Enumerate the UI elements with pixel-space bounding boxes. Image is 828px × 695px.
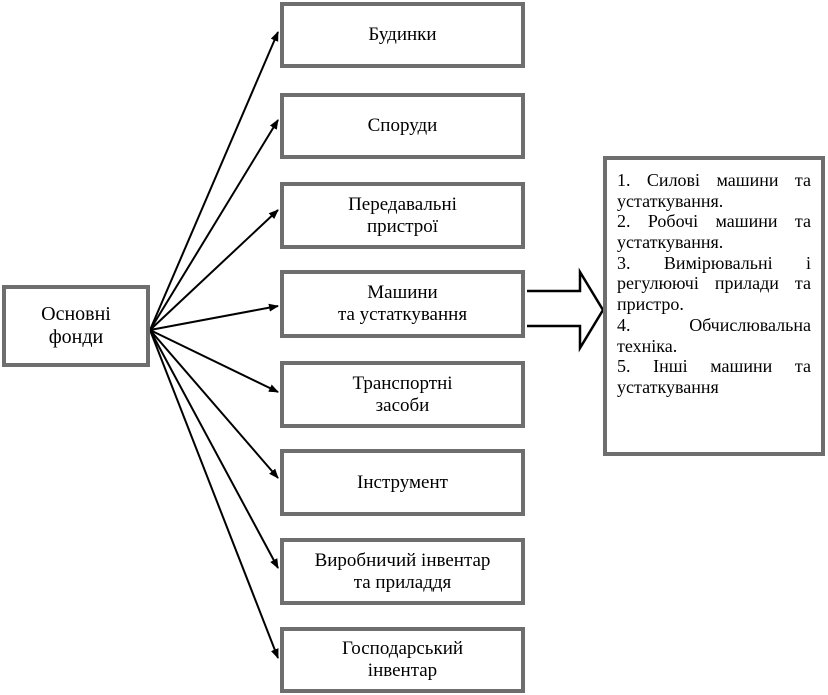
- arrow-to-transmission: [149, 209, 279, 331]
- block-arrow-machines-to-details: [527, 267, 605, 353]
- arrow-to-vehicles: [149, 329, 279, 393]
- details-item-4: 4. Обчислювальна техніка.: [617, 314, 811, 356]
- machines-details-box: 1. Силові машини та устаткування. 2. Роб…: [603, 156, 825, 456]
- category-box-transmission-devices: Передавальні пристрої: [280, 182, 525, 249]
- category-box-vehicles: Транспортні засоби: [280, 361, 525, 428]
- arrow-to-production-inventory: [149, 329, 279, 569]
- category-box-machines-equipment: Машини та устаткування: [280, 270, 525, 338]
- category-box-structures: Споруди: [280, 93, 525, 159]
- arrow-to-tools: [149, 329, 279, 479]
- category-box-tools: Інструмент: [280, 449, 525, 516]
- category-box-production-inventory: Виробничий інвентар та приладдя: [280, 538, 525, 605]
- arrow-to-buildings: [149, 31, 279, 331]
- details-item-2: 2. Робочі машини та устаткування.: [617, 211, 811, 253]
- details-item-1: 1. Силові машини та устаткування.: [617, 170, 811, 211]
- root-box-fixed-assets: Основні фонди: [2, 285, 150, 367]
- arrow-to-machines: [149, 303, 279, 331]
- details-item-5: 5. Інші машини та устаткування: [617, 356, 811, 397]
- details-item-3: 3. Вимірювальні і регулюючі прилади та п…: [617, 252, 811, 315]
- arrow-to-household-inventory: [149, 329, 279, 659]
- category-box-household-inventory: Господарський інвентар: [280, 627, 525, 693]
- category-box-buildings: Будинки: [280, 2, 525, 68]
- arrow-to-structures: [149, 119, 279, 331]
